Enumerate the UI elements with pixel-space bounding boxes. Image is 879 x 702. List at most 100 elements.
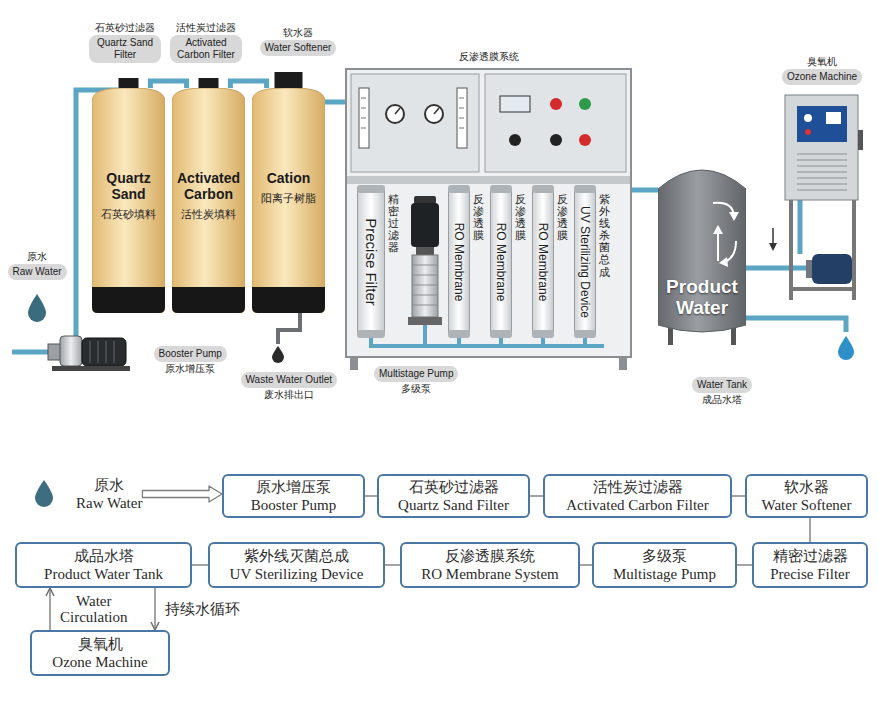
label-heading: 多级泵 (401, 383, 431, 395)
tank-label: Product Water (659, 277, 745, 319)
label-group: 活性炭过滤器Activated Carbon Filter (170, 21, 242, 63)
water-drop (34, 479, 54, 509)
raw-water-drop (28, 294, 46, 322)
flow-direction-arrow (769, 243, 777, 251)
flowmeter (459, 118, 464, 119)
circulation-pump (806, 254, 852, 284)
flow-arrow (142, 486, 222, 502)
cartridge-body (575, 186, 596, 338)
tank-label: 石英砂填料 (94, 208, 163, 221)
tank-body (252, 88, 325, 313)
ozone-machine (797, 159, 847, 160)
ozone-stand (789, 200, 856, 300)
control-panel (579, 98, 591, 110)
tank-label: 阳离子树脂 (254, 192, 323, 205)
ozone-machine (797, 165, 847, 166)
ozone-pipe (798, 200, 803, 254)
cartridge-cap (448, 330, 470, 338)
tank-text: Quartz Sand石英砂填料 (94, 170, 163, 221)
label-group: Water Tank成品水塔 (692, 377, 752, 407)
label-heading: 臭氧机 (807, 56, 837, 68)
process-box: 反渗透膜系统RO Membrane System (400, 542, 580, 588)
multistage-pump (412, 255, 438, 317)
ozone-stand (789, 200, 793, 300)
ozone-pipe (746, 266, 812, 271)
process-label: Quartz Sand Filter (398, 496, 509, 514)
process-label: Product Water Tank (44, 565, 163, 583)
control-panel (509, 134, 521, 146)
label-pill: Water Softener (260, 40, 337, 56)
label-pill: Raw Water (8, 264, 67, 280)
ozone-machine (804, 114, 812, 122)
cartridge: RO Membrane反渗透膜 (532, 185, 572, 338)
inlet-pipe (12, 352, 50, 353)
water-pipe (230, 81, 266, 88)
ro-frame (351, 74, 479, 172)
label-group: 软水器Water Softener (260, 26, 337, 56)
process-label: 臭氧机 (78, 635, 123, 653)
ozone-stand (852, 200, 856, 300)
pressure-gauge (386, 105, 404, 123)
label-pill: Multistage Pump (374, 366, 458, 382)
cartridge-cap (532, 330, 554, 338)
control-panel (500, 96, 591, 146)
cartridge-cap (357, 330, 385, 338)
ro-frame (345, 176, 632, 184)
internal-pipe (457, 338, 461, 346)
flowmeter (361, 128, 366, 129)
control-panel (500, 96, 530, 112)
process-label: Water Softener (762, 496, 852, 514)
filter-tank: Cation阳离子树脂 (252, 88, 325, 313)
cartridge: RO Membrane反渗透膜 (448, 185, 488, 338)
flowmeter (459, 98, 464, 99)
outlet-drop (838, 336, 854, 360)
source-node: 原水Raw Water (34, 476, 142, 512)
flowmeter (459, 128, 464, 129)
booster-pump (113, 341, 114, 363)
booster-pump (97, 341, 98, 363)
label-pill: Waste Water Outlet (241, 372, 338, 388)
control-panel (550, 98, 562, 110)
ro-frame (345, 68, 632, 358)
water-pipe (150, 81, 186, 88)
flow-connector (580, 564, 592, 566)
flow-direction-arrow (769, 228, 777, 251)
process-box: 原水增压泵Booster Pump (222, 474, 365, 518)
cartridge-cap (490, 330, 512, 338)
cartridge-body (533, 186, 554, 338)
label-pill: Booster Pump (154, 346, 227, 362)
tank-body (92, 88, 165, 313)
multistage-pump (408, 317, 442, 325)
multistage-pump (412, 305, 438, 306)
process-label: 成品水塔 (74, 547, 134, 565)
label-pill: Ozone Machine (782, 69, 862, 85)
tank-text: Product Water (659, 277, 745, 319)
label-group: 石英砂过滤器Quartz Sand Filter (89, 21, 161, 63)
filter-tank: Quartz Sand石英砂填料 (92, 88, 165, 313)
cartridge: UV Sterilizing Device紫外线杀菌总成 (574, 185, 614, 338)
label-heading: 软水器 (283, 27, 313, 39)
waste-pipe (278, 313, 300, 344)
ozone-machine (858, 130, 863, 150)
process-label: UV Sterilizing Device (230, 565, 364, 583)
cartridge-cap (357, 185, 385, 193)
cartridge-label: RO Membrane (495, 222, 507, 301)
process-label: Booster Pump (251, 496, 336, 514)
water-pipe (325, 100, 345, 105)
cartridge: RO Membrane反渗透膜 (490, 185, 530, 338)
label-group: 原水Raw Water (8, 250, 67, 280)
circulation-arrow (719, 257, 728, 267)
cartridge-label: Precise Filter (364, 218, 379, 306)
tank-base (252, 287, 325, 313)
tank-body (658, 170, 746, 332)
internal-pipe (499, 338, 503, 346)
flowmeter (359, 88, 369, 148)
ozone-machine (797, 154, 847, 190)
text-column: 原水Raw Water (76, 476, 142, 512)
internal-pipe (371, 325, 604, 346)
multistage-pump (412, 295, 438, 296)
process-box: 臭氧机Ozone Machine (30, 630, 170, 676)
flowmeter (361, 98, 464, 128)
